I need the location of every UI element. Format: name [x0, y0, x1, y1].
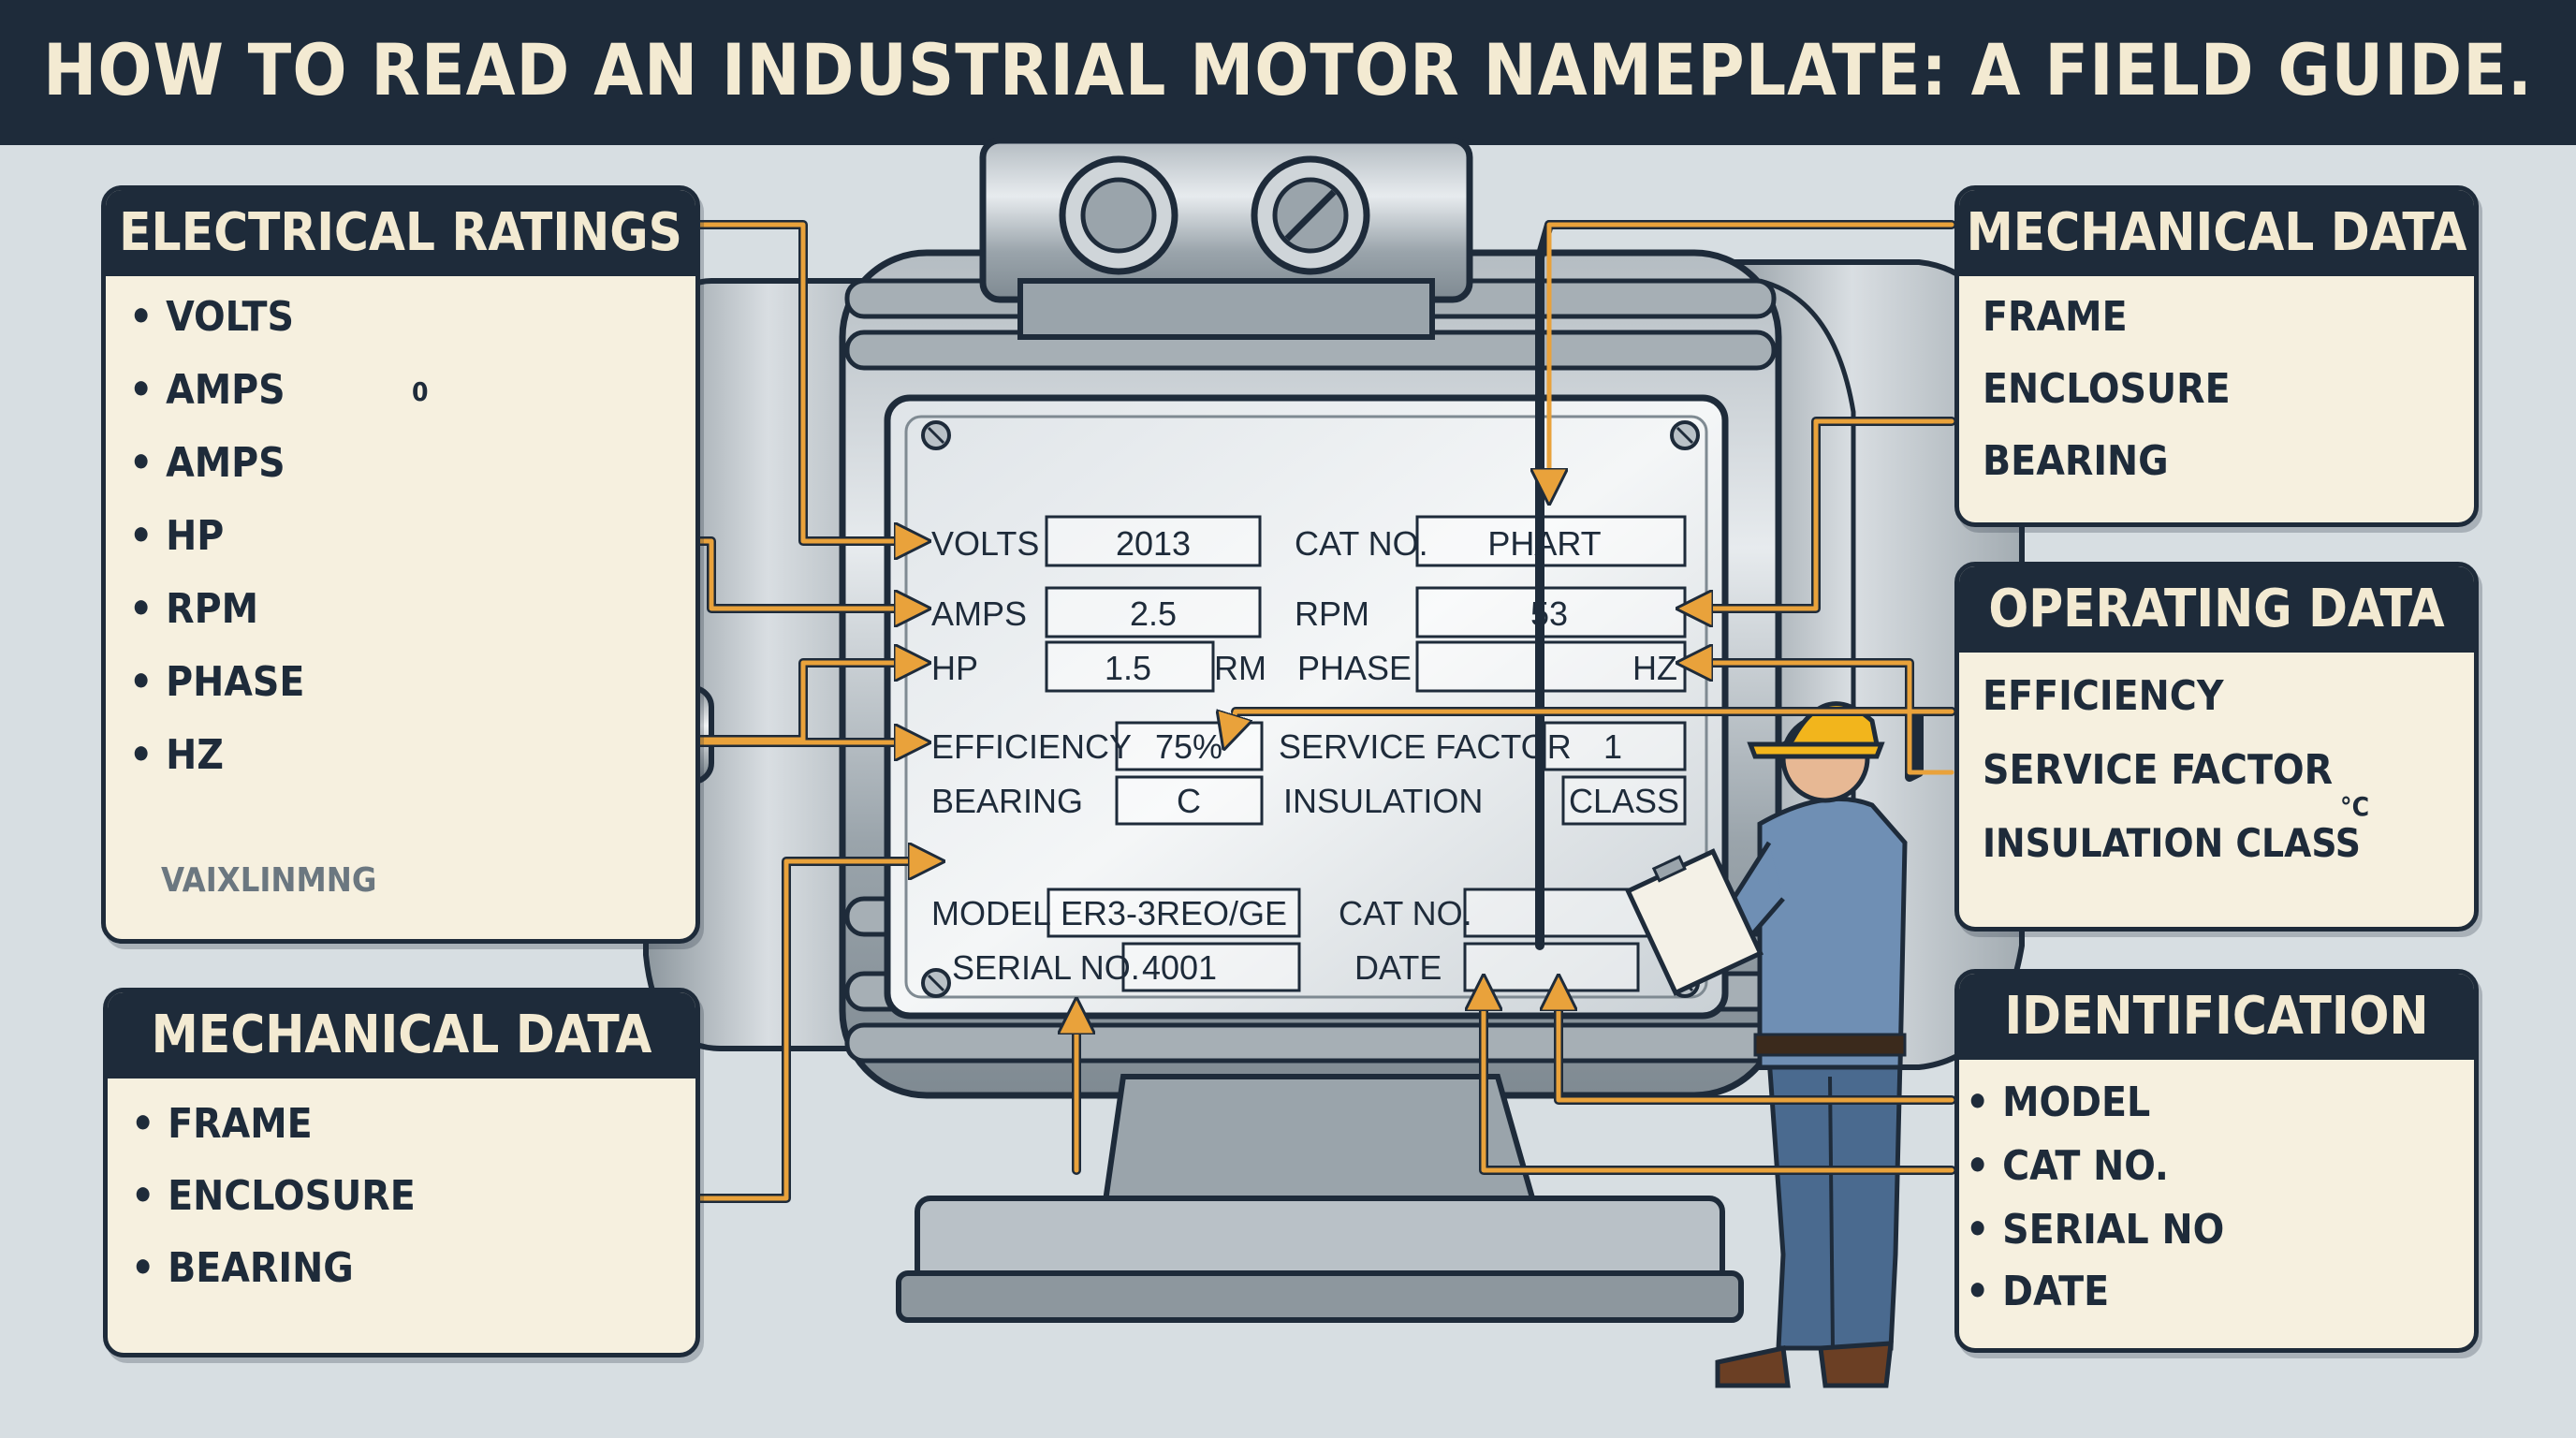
np-amps-value: 2.5 — [1130, 594, 1177, 633]
mechanical-right-item-bearing: BEARING — [1983, 437, 2169, 485]
electrical-item-hp: • HP — [129, 512, 225, 560]
title-bar — [0, 0, 2576, 145]
np-hp-unit: RM — [1214, 649, 1266, 687]
panel-identification: IDENTIFICATION — [1954, 969, 2479, 1353]
electrical-item-hz: • HZ — [129, 731, 224, 779]
np-bearing-value: C — [1177, 782, 1201, 820]
np-hp-label: HP — [931, 649, 978, 687]
electrical-item-rpm: • RPM — [129, 585, 258, 633]
identification-item-date: • DATE — [1966, 1268, 2110, 1315]
panel-operating-heading: OPERATING DATA — [1959, 566, 2474, 653]
mechanical-left-item-frame: • FRAME — [131, 1100, 313, 1148]
panel-mechanical-left: MECHANICAL DATA — [103, 988, 700, 1357]
np-service-factor-label: SERVICE FACTOR — [1279, 727, 1572, 766]
np-efficiency-value: 75% — [1155, 727, 1222, 766]
mechanical-right-item-enclosure: ENCLOSURE — [1983, 365, 2231, 413]
np-model-value: ER3-3REO/GE — [1061, 894, 1287, 932]
np-phase-label: PHASE — [1297, 649, 1412, 687]
np-bearing-label: BEARING — [931, 782, 1083, 820]
electrical-item-volts: • VOLTS — [129, 293, 295, 341]
electrical-item-phase: • PHASE — [129, 658, 305, 706]
panel-mechanical-right: MECHANICAL DATA — [1954, 185, 2479, 527]
np-volts-value: 2013 — [1116, 524, 1191, 563]
operating-item-insulation-class: INSULATION CLASS — [1983, 820, 2361, 866]
np-serial-value: 4001 — [1142, 948, 1217, 987]
terminal-box — [979, 137, 1473, 303]
panel-mechanical-right-heading: MECHANICAL DATA — [1959, 190, 2474, 276]
np-insulation-value: CLASS — [1569, 782, 1679, 820]
np-date-label: DATE — [1354, 948, 1442, 987]
panel-identification-heading: IDENTIFICATION — [1959, 974, 2474, 1060]
mechanical-left-item-bearing: • BEARING — [131, 1244, 354, 1292]
np-amps-label: AMPS — [931, 594, 1027, 633]
np-volts-label: VOLTS — [931, 524, 1039, 563]
np-model-label: MODEL — [931, 894, 1051, 932]
np-insulation-label: INSULATION — [1283, 782, 1483, 820]
nameplate-text: VOLTS 2013 CAT NO. PHART AMPS 2.5 RPM 53… — [931, 524, 1679, 987]
np-catno-value: PHART — [1487, 524, 1601, 563]
panel-operating-data: OPERATING DATA — [1954, 562, 2479, 932]
gauge-unit-label: °C — [2340, 791, 2370, 822]
mechanical-left-item-enclosure: • ENCLOSURE — [131, 1172, 416, 1220]
np-rpm-value: 53 — [1530, 594, 1568, 633]
np-catno2-label: CAT NO. — [1339, 894, 1472, 932]
np-efficiency-label: EFFICIENCY — [931, 727, 1132, 766]
identification-item-model: • MODEL — [1966, 1078, 2151, 1126]
panel-electrical-heading: ELECTRICAL RATINGS — [106, 190, 695, 276]
wave-zero-label: 0 — [412, 376, 429, 407]
panel-electrical-ratings: ELECTRICAL RATINGS — [101, 185, 700, 944]
np-rpm-label: RPM — [1295, 594, 1369, 633]
identification-item-catno: • CAT NO. — [1966, 1142, 2169, 1190]
operating-item-service-factor: SERVICE FACTOR — [1983, 746, 2334, 794]
np-catno-label: CAT NO. — [1295, 524, 1428, 563]
operating-item-efficiency: EFFICIENCY — [1983, 672, 2224, 720]
mechanical-right-item-frame: FRAME — [1983, 293, 2128, 341]
callout-arrows — [393, 220, 1956, 1203]
motor-base — [1101, 1074, 1539, 1211]
electrical-item-amps-2: • AMPS — [129, 439, 285, 487]
np-hp-value: 1.5 — [1105, 649, 1151, 687]
np-service-factor-value: 1 — [1603, 727, 1622, 766]
electrical-footer-label: VAIXLINMNG — [161, 861, 377, 900]
identification-item-serial: • SERIAL NO — [1966, 1206, 2225, 1254]
page-title: HOW TO READ AN INDUSTRIAL MOTOR NAMEPLAT… — [43, 28, 2533, 111]
technician-figure — [1625, 701, 1908, 1388]
np-phase-value: HZ — [1632, 649, 1677, 687]
np-serial-label: SERIAL NO. — [952, 948, 1140, 987]
electrical-item-amps: • AMPS — [129, 366, 285, 414]
panel-mechanical-left-heading: MECHANICAL DATA — [108, 992, 695, 1078]
